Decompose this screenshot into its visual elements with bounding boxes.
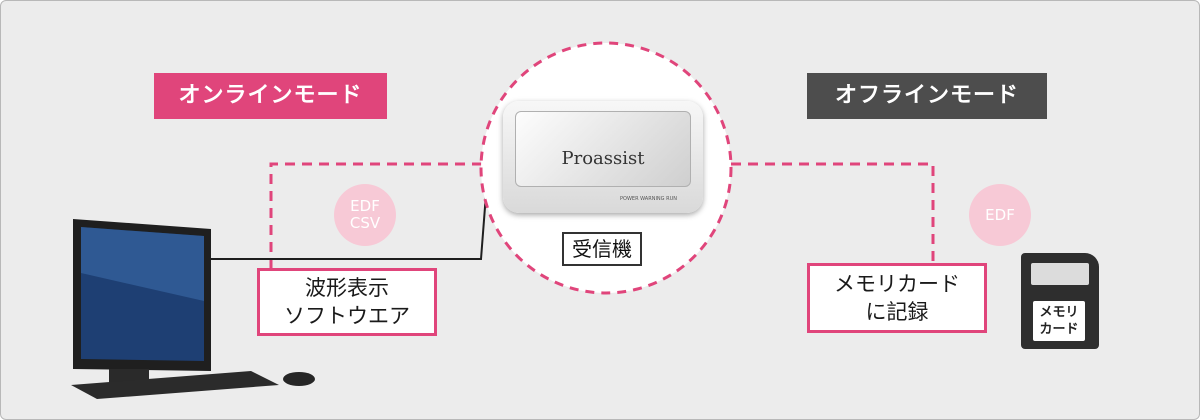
offline-dashed-line bbox=[731, 162, 935, 263]
keyboard bbox=[71, 371, 279, 399]
online-format-bubble: EDF CSV bbox=[334, 184, 396, 246]
online-mode-label: オンラインモード bbox=[154, 73, 387, 119]
receiver-device: Proassist POWER WARNING RUN bbox=[503, 101, 703, 213]
offline-format-bubble: EDF bbox=[969, 184, 1031, 246]
device-status-text: POWER WARNING RUN bbox=[620, 196, 677, 202]
online-dashed-line bbox=[269, 162, 501, 269]
software-line1: 波形表示 bbox=[305, 276, 389, 300]
sd-card-icon: メモリ カード bbox=[1021, 253, 1099, 349]
sd-card-line1: メモリ bbox=[1039, 305, 1079, 320]
mouse bbox=[283, 372, 315, 386]
sd-card-label: メモリ カード bbox=[1033, 301, 1085, 341]
offline-mode-label: オフラインモード bbox=[807, 73, 1047, 119]
software-line2: ソフトウエア bbox=[284, 304, 410, 328]
software-box: 波形表示 ソフトウエア bbox=[257, 268, 437, 336]
format-edf-offline: EDF bbox=[985, 205, 1015, 224]
memory-card-box: メモリカード に記録 bbox=[807, 263, 987, 333]
device-brand: Proassist bbox=[561, 148, 645, 169]
format-edf: EDF bbox=[350, 197, 380, 215]
device-face: Proassist bbox=[515, 111, 691, 187]
monitor-stand bbox=[109, 369, 149, 383]
receiver-label: 受信機 bbox=[562, 232, 642, 266]
memory-line2: に記録 bbox=[865, 300, 929, 324]
sd-card-line2: カード bbox=[1039, 322, 1079, 337]
format-csv: CSV bbox=[349, 214, 381, 232]
sd-card-notch bbox=[1031, 263, 1089, 285]
computer-icon bbox=[71, 219, 315, 399]
memory-line1: メモリカード bbox=[834, 272, 960, 296]
